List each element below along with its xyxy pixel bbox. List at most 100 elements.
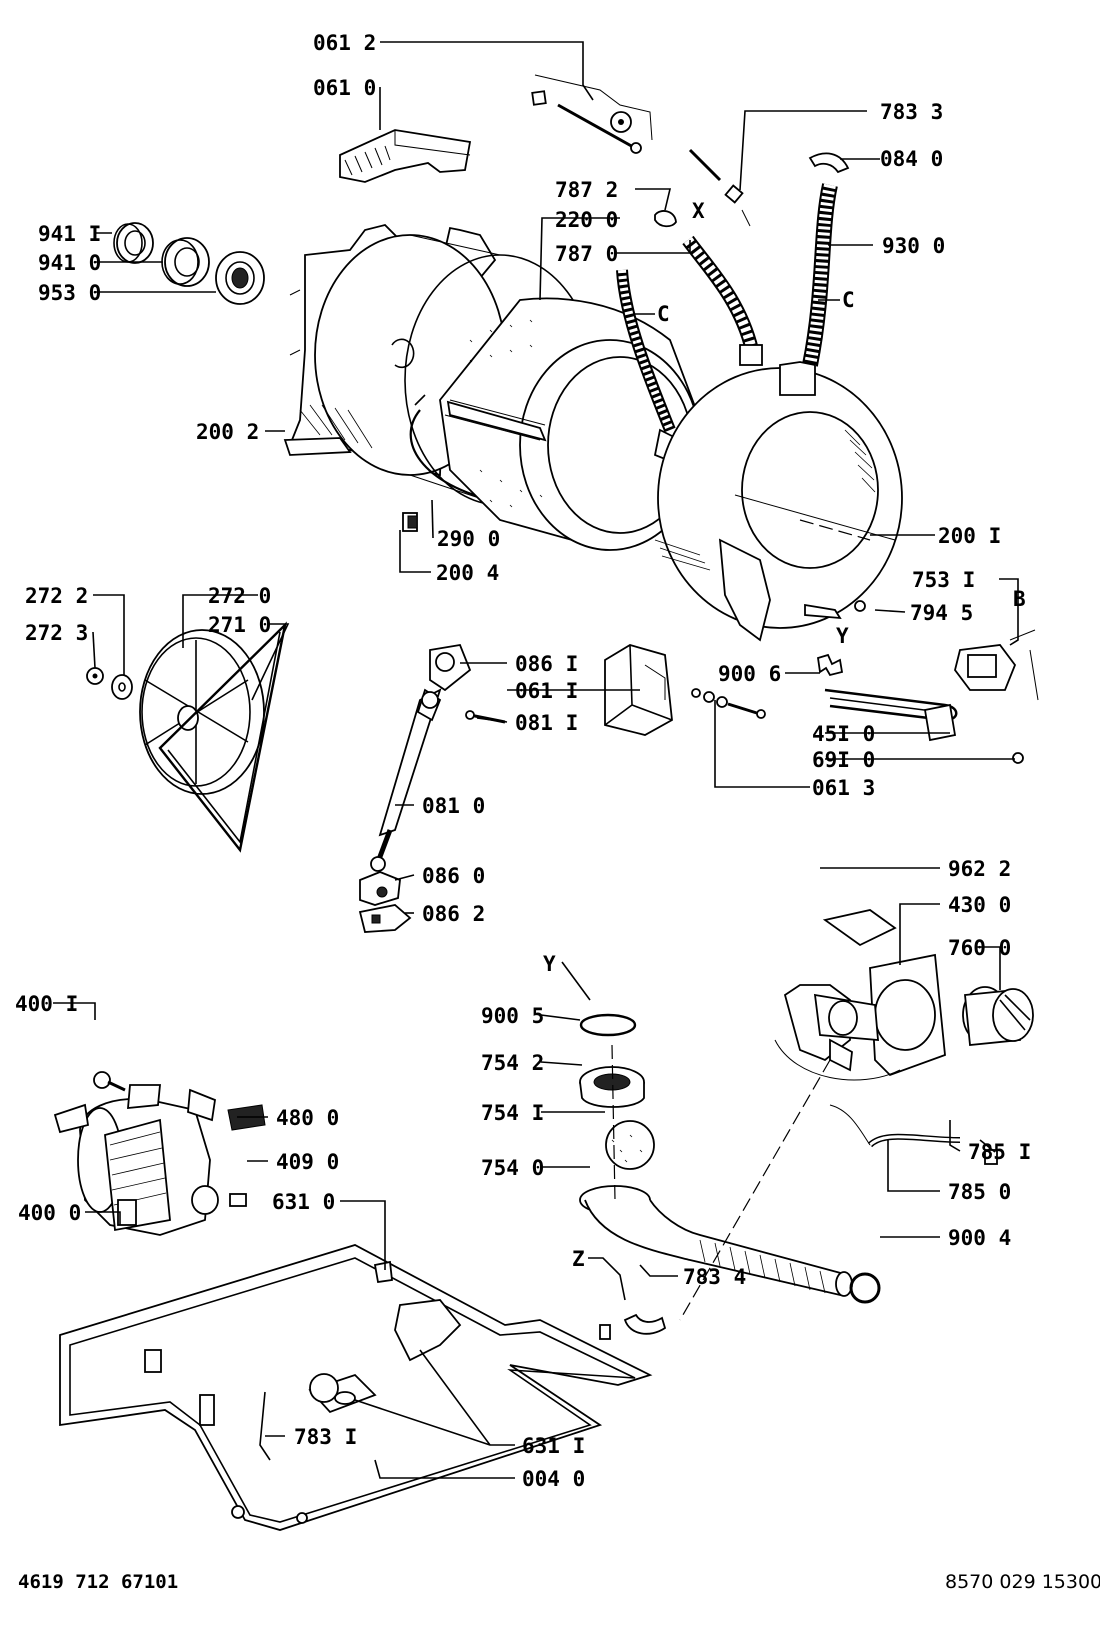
label-9622: 962 2 xyxy=(948,857,1011,881)
label-7851: 785 I xyxy=(968,1140,1031,1164)
part-4300-drain-pump xyxy=(774,953,946,1081)
label-6311: 631 I xyxy=(522,1434,585,1458)
part-7833-pin xyxy=(688,148,751,227)
part-7531-sensor xyxy=(954,629,1039,701)
label-0611: 061 I xyxy=(515,679,578,703)
part-7541-ball xyxy=(605,1120,655,1170)
part-4510-heater xyxy=(824,688,958,742)
part-7834-elbow xyxy=(623,1313,667,1335)
part-2722-washer xyxy=(111,674,133,700)
label-9410: 941 0 xyxy=(38,251,101,275)
label-2002: 200 2 xyxy=(196,420,259,444)
assembly-line-mid xyxy=(611,1044,616,1201)
part-7851-sensor xyxy=(979,1139,998,1165)
part-9622-foil xyxy=(822,909,897,947)
assembly-line-drum xyxy=(799,519,871,541)
label-7870: 787 0 xyxy=(555,242,618,266)
label-0862: 086 2 xyxy=(422,902,485,926)
label-z-mark: Z xyxy=(572,1247,585,1271)
label-0860: 086 0 xyxy=(422,864,485,888)
label-y-top: Y xyxy=(836,624,849,648)
footer-right-code: 8570 029 15300 xyxy=(945,1571,1100,1593)
label-7831: 783 I xyxy=(294,1425,357,1449)
label-7945: 794 5 xyxy=(910,601,973,625)
part-9411-bearing xyxy=(113,222,154,264)
label-4800: 480 0 xyxy=(276,1106,339,1130)
label-7834: 783 4 xyxy=(683,1265,746,1289)
label-x-top: X xyxy=(692,199,705,223)
label-2723: 272 3 xyxy=(25,621,88,645)
label-9530: 953 0 xyxy=(38,281,101,305)
part-4090-connector xyxy=(229,1193,247,1207)
part-9530-seal xyxy=(215,251,265,305)
label-0040: 004 0 xyxy=(522,1467,585,1491)
label-6910: 69I 0 xyxy=(812,748,875,772)
label-7541: 754 I xyxy=(481,1101,544,1125)
label-2001: 200 I xyxy=(938,524,1001,548)
label-4090: 409 0 xyxy=(276,1150,339,1174)
part-2001-front-tub-half xyxy=(654,361,903,642)
part-0040-base-plate xyxy=(59,1244,653,1531)
label-c-right: C xyxy=(842,288,855,312)
part-0613-screws xyxy=(691,688,766,719)
label-2720: 272 0 xyxy=(208,584,271,608)
part-9410-bearing xyxy=(161,237,210,287)
label-4000: 400 0 xyxy=(18,1201,81,1225)
part-0610-counterweight xyxy=(339,129,472,183)
part-9300-hose xyxy=(802,183,838,367)
part-7872-hose-clamp xyxy=(654,210,677,228)
label-4001: 400 I xyxy=(15,992,78,1016)
label-9411: 941 I xyxy=(38,222,101,246)
assembly-line-diag xyxy=(679,1059,831,1321)
label-4300: 430 0 xyxy=(948,893,1011,917)
part-0810-shock-absorber xyxy=(370,688,442,872)
label-7600: 760 0 xyxy=(948,936,1011,960)
part-0840-elbow xyxy=(808,152,850,174)
label-0810: 081 0 xyxy=(422,794,485,818)
part-2004-clip xyxy=(402,512,418,532)
label-y-mid: Y xyxy=(543,952,556,976)
label-2722: 272 2 xyxy=(25,584,88,608)
label-9300: 930 0 xyxy=(882,234,945,258)
label-0613: 061 3 xyxy=(812,776,875,800)
part-2723-nut xyxy=(86,667,104,685)
label-0610: 061 0 xyxy=(313,76,376,100)
part-0612-tie-rod xyxy=(531,74,653,154)
part-7870-bellows-hose xyxy=(682,235,763,366)
part-9006-clip xyxy=(816,653,844,677)
part-2720-pulley xyxy=(139,629,265,795)
part-0861-bracket xyxy=(429,643,472,692)
label-2900: 290 0 xyxy=(437,527,500,551)
label-2200: 220 0 xyxy=(555,208,618,232)
part-0860-bracket xyxy=(359,871,401,906)
label-2004: 200 4 xyxy=(436,561,499,585)
part-9005-ring xyxy=(579,1013,637,1037)
label-0612: 061 2 xyxy=(313,31,376,55)
part-0862-bracket xyxy=(358,904,412,933)
label-6310: 631 0 xyxy=(272,1190,335,1214)
label-7542: 754 2 xyxy=(481,1051,544,1075)
label-2710: 271 0 xyxy=(208,613,271,637)
label-0811: 081 I xyxy=(515,711,578,735)
part-7600-filter xyxy=(962,986,1034,1046)
label-c-left: C xyxy=(657,302,670,326)
footer-left-code: 4619 712 67101 xyxy=(18,1571,178,1593)
label-7540: 754 0 xyxy=(481,1156,544,1180)
part-4001-screw xyxy=(93,1071,126,1092)
label-4510: 45I 0 xyxy=(812,722,875,746)
part-2710-belt xyxy=(158,621,287,853)
label-9004: 900 4 xyxy=(948,1226,1011,1250)
label-7833: 783 3 xyxy=(880,100,943,124)
label-0840: 084 0 xyxy=(880,147,943,171)
label-9005: 900 5 xyxy=(481,1004,544,1028)
part-6910-nut xyxy=(1012,752,1024,764)
part-7850-hose xyxy=(829,1104,961,1148)
label-b-mark: B xyxy=(1013,587,1026,611)
label-0861: 086 I xyxy=(515,652,578,676)
part-9004-clamp xyxy=(849,1272,881,1304)
label-7850: 785 0 xyxy=(948,1180,1011,1204)
leader-lines xyxy=(53,41,1019,1479)
part-4000-motor xyxy=(53,1084,219,1236)
label-7872: 787 2 xyxy=(555,178,618,202)
